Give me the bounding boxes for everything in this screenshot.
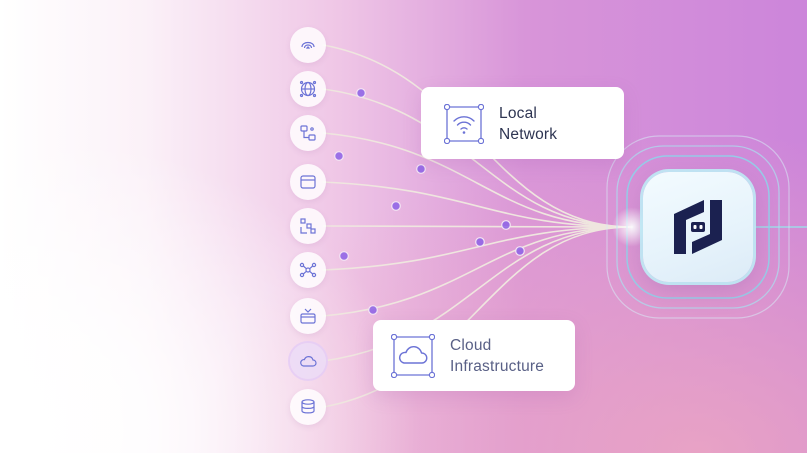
source-node	[290, 71, 326, 107]
globe-icon	[299, 80, 317, 98]
local-network-label: Local Network	[499, 103, 557, 145]
connection-dot	[334, 151, 344, 161]
label-line-1: Local	[499, 105, 538, 122]
connection-dot	[356, 88, 366, 98]
source-node	[290, 298, 326, 334]
label-line-2: Network	[499, 126, 558, 143]
cloud-infrastructure-card: Cloud Infrastructure	[373, 320, 575, 391]
connection-dot	[515, 246, 525, 256]
hub-ring-outer	[606, 135, 790, 319]
connection-wire	[322, 181, 633, 228]
fingerprint-icon	[301, 41, 315, 50]
cloud-infrastructure-label: Cloud Infrastructure	[450, 335, 544, 377]
database-icon	[301, 399, 315, 414]
wifi-icon	[444, 104, 484, 144]
connection-dot	[416, 164, 426, 174]
label-line-1: Cloud	[450, 337, 492, 354]
logo-icon	[674, 200, 722, 254]
hub-logo-tile	[643, 172, 753, 282]
local-network-card: Local Network	[421, 87, 624, 159]
nodes-icon	[300, 125, 316, 141]
connection-wire	[322, 132, 633, 228]
source-node	[290, 389, 326, 425]
connection-dot	[391, 201, 401, 211]
source-node	[290, 27, 326, 63]
connection-dot	[501, 220, 511, 230]
source-node	[290, 164, 326, 200]
connection-dot	[475, 237, 485, 247]
source-node	[290, 252, 326, 288]
cloud-icon	[391, 334, 435, 378]
payment-card-icon	[300, 308, 316, 324]
window-icon	[300, 175, 316, 189]
connection-wire	[322, 225, 633, 228]
source-node	[290, 115, 326, 151]
connection-dot	[339, 251, 349, 261]
connection-dot	[368, 305, 378, 315]
cloud-icon	[300, 356, 317, 367]
source-node	[290, 208, 326, 244]
network-graph-icon	[299, 262, 317, 278]
connection-wire	[322, 88, 633, 228]
label-line-2: Infrastructure	[450, 358, 545, 375]
blocks-icon	[300, 218, 316, 234]
source-node-active	[290, 343, 326, 379]
